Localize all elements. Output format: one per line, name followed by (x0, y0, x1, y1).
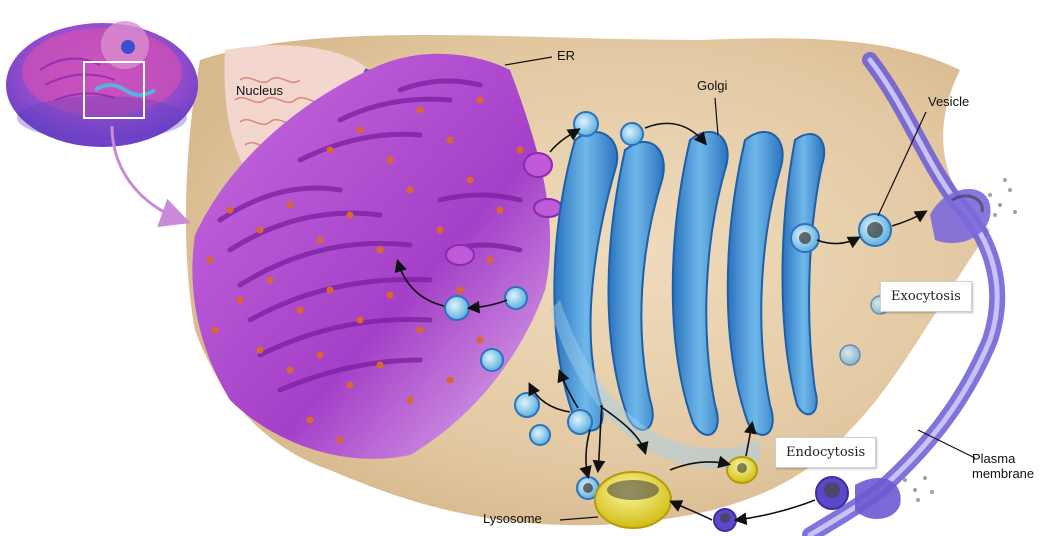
plasma-membrane-label: Plasma membrane (972, 452, 1034, 482)
vesicle-label: Vesicle (928, 95, 969, 110)
vesicle (574, 112, 598, 136)
plasma-membrane-label-line2: membrane (972, 467, 1034, 482)
er-label: ER (557, 49, 575, 64)
plasma-membrane-label-line1: Plasma (972, 452, 1034, 467)
nucleus-label: Nucleus (236, 84, 283, 99)
vesicle (568, 410, 592, 434)
endocytosis-pit (855, 478, 901, 519)
vesicle (481, 349, 503, 371)
endocytosis-label: Endocytosis (775, 437, 876, 468)
lysosome-label: Lysosome (483, 512, 542, 527)
vesicle (515, 393, 539, 417)
golgi-label: Golgi (697, 79, 727, 94)
vesicle (445, 296, 469, 320)
exocytosis-label: Exocytosis (880, 281, 972, 312)
overview-cell (6, 21, 198, 220)
vesicle (840, 345, 860, 365)
vesicle (530, 425, 550, 445)
vesicle (505, 287, 527, 309)
vesicle (621, 123, 643, 145)
